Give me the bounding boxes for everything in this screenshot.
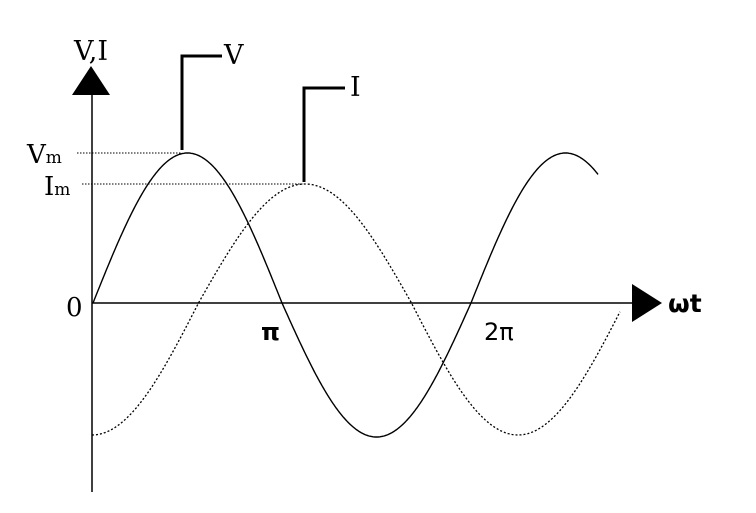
- im-label: Im: [44, 172, 70, 202]
- i-curve-label: I: [350, 72, 361, 103]
- i-callout-line: [302, 86, 345, 182]
- v-curve-label: V: [223, 40, 244, 71]
- x-axis-label: ωt: [668, 289, 702, 318]
- two-pi-tick-label: 2π: [484, 318, 514, 346]
- pi-tick-label: π: [261, 318, 280, 346]
- y-axis-label: V,I: [73, 36, 108, 67]
- voltage-curve: [92, 152, 599, 438]
- vm-label: Vm: [26, 140, 62, 170]
- y-axis-arrow-icon: [72, 66, 110, 95]
- v-callout-line: [180, 54, 222, 150]
- current-curve: [92, 183, 621, 436]
- origin-label: 0: [66, 293, 83, 323]
- x-axis-arrow-icon: [632, 284, 662, 322]
